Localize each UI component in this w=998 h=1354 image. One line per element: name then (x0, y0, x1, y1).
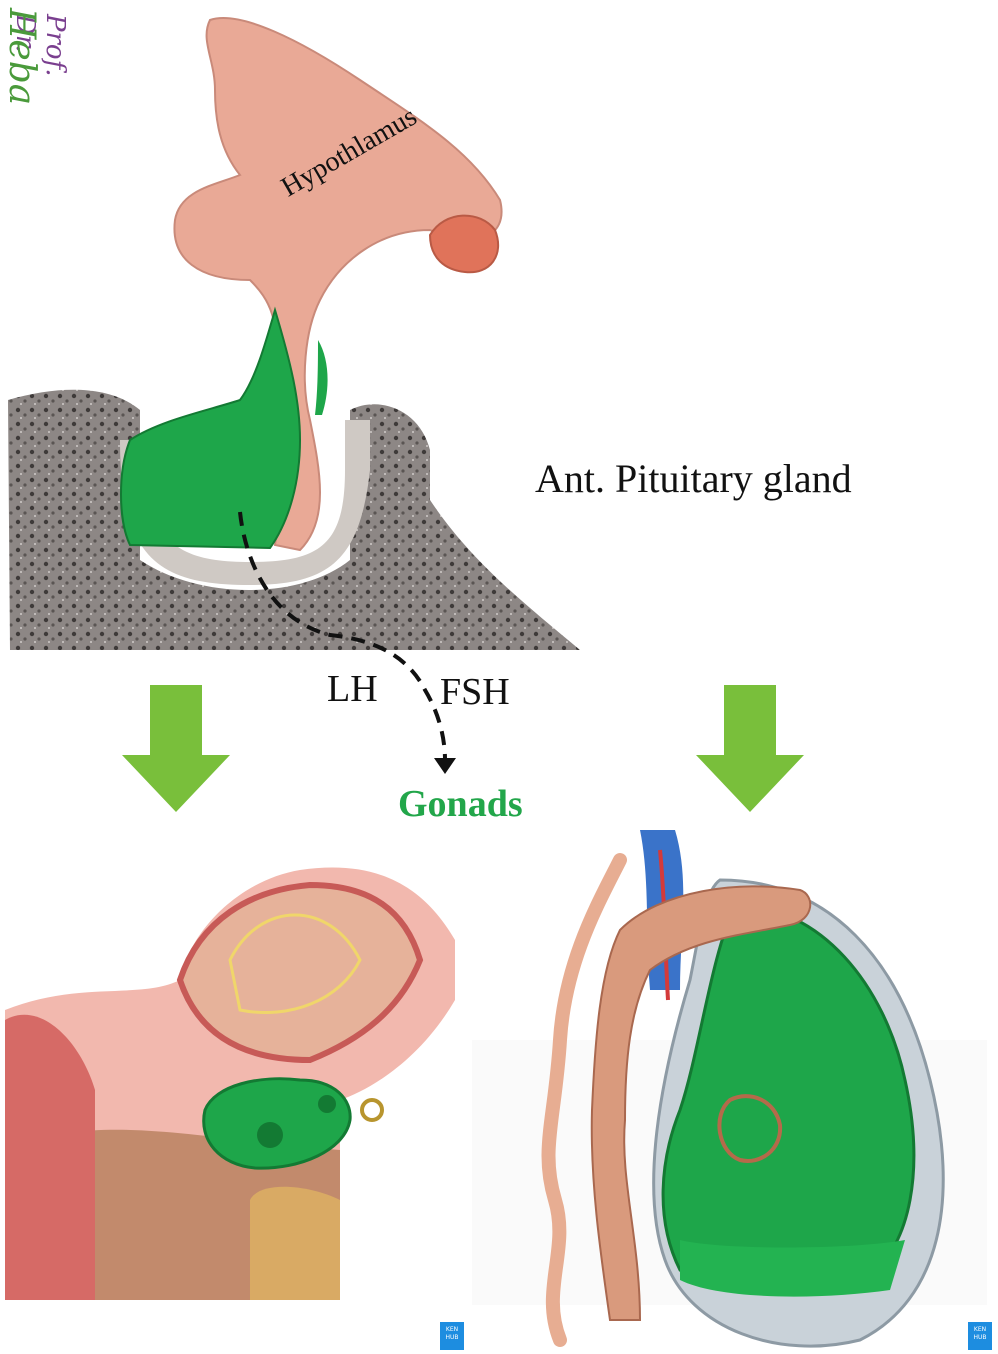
anterior-pituitary (121, 310, 300, 548)
author-name: Heba Kalbouneh (0, 8, 42, 203)
lh-label: LH (327, 667, 378, 711)
kenhub-badge-left: KEN HUB (440, 1322, 464, 1350)
down-arrow-icon (122, 685, 230, 812)
kenhub-badge-right: KEN HUB (968, 1322, 992, 1350)
fsh-label: FSH (440, 670, 510, 714)
ovary-illustration (5, 868, 455, 1300)
gonads-label: Gonads (398, 782, 523, 826)
author-watermark: Prof. Dr. Heba Kalbouneh (0, 0, 80, 360)
testis-illustration (472, 830, 987, 1346)
pituitary-label: Ant. Pituitary gland (535, 455, 852, 502)
down-arrow-icon (696, 685, 804, 812)
pituitary-illustration (8, 18, 580, 650)
